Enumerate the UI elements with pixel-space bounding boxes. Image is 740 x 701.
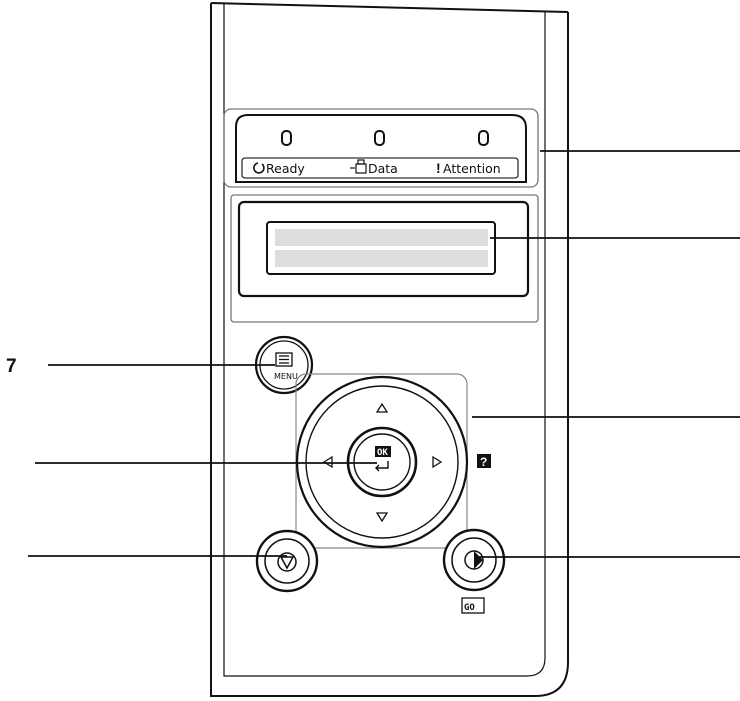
menu-button-label: MENU [274,372,298,381]
power-icon [253,162,265,174]
ok-button-label: OK [377,448,388,458]
ready-label: Ready [266,161,305,176]
go-button-label: GO [464,603,475,613]
go-button[interactable]: GO [442,528,506,614]
enter-arrow-icon [375,461,389,472]
cancel-button[interactable] [255,529,319,593]
right-arrow-icon[interactable] [432,455,443,469]
attention-icon: ! [436,160,441,176]
callout-number-menu: 7 [6,356,17,377]
menu-list-icon [275,352,293,367]
stop-icon [277,552,297,572]
panel-housing [210,2,569,697]
ready-led [281,130,292,146]
data-led [374,130,385,146]
down-arrow-icon[interactable] [375,512,389,523]
data-printer-icon [350,159,367,174]
help-key-label: ? [480,455,487,469]
up-arrow-icon[interactable] [375,402,389,413]
leader-lines [28,150,740,558]
start-icon [464,550,484,570]
ok-button[interactable]: OK [346,426,418,498]
attention-label: Attention [443,161,501,176]
left-arrow-icon[interactable] [322,455,333,469]
message-display [230,194,539,323]
indicator-panel: Ready Data ! Attention [223,108,539,188]
attention-led [478,130,489,146]
data-label: Data [368,161,398,176]
help-key[interactable]: ? [477,454,491,469]
